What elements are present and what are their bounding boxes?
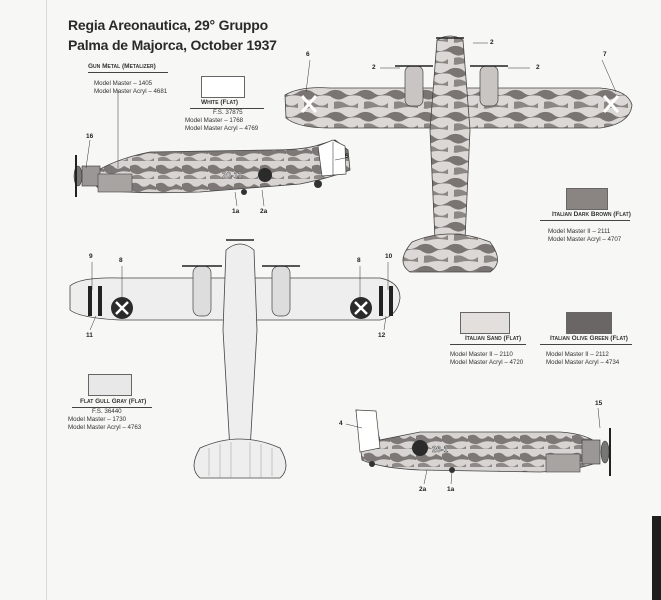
paint-white-underline bbox=[190, 108, 264, 109]
paint-sand-line2: Model Master Acryl – 4720 bbox=[450, 359, 524, 366]
paint-white-line1: F.S. 37875 bbox=[213, 109, 243, 116]
title-line-1: Regia Areonautica, 29° Gruppo bbox=[68, 17, 268, 33]
bottom-view bbox=[69, 239, 401, 479]
paint-sand-swatch bbox=[460, 312, 510, 334]
paint-gull-gray-line2: Model Master – 1730 bbox=[68, 416, 127, 423]
paint-gull-gray-swatch bbox=[88, 374, 132, 396]
paint-gun-metal-line2: Model Master Acryl – 4681 bbox=[94, 88, 168, 95]
callout-4: 4 bbox=[339, 420, 343, 427]
paint-gull-gray-underline bbox=[72, 407, 152, 408]
callout-5: 5 bbox=[345, 153, 349, 160]
callout-8-left: 8 bbox=[119, 257, 123, 264]
paint-sand-line1: Model Master II – 2110 bbox=[450, 351, 513, 358]
callout-2a-right: 2a bbox=[419, 486, 427, 493]
fuselage-code-right: 20-1 bbox=[432, 445, 449, 454]
paint-gun-metal-name: Gun Metal (Metalizer) bbox=[88, 63, 156, 70]
paint-olive-swatch bbox=[566, 312, 612, 334]
callout-12: 12 bbox=[378, 332, 386, 339]
paint-olive-line2: Model Master Acryl – 4734 bbox=[546, 359, 620, 366]
callout-2-top: 2 bbox=[490, 39, 494, 46]
callout-7: 7 bbox=[603, 51, 607, 58]
callout-2a-left: 2a bbox=[260, 208, 268, 215]
top-view bbox=[284, 35, 633, 273]
paint-white-swatch bbox=[201, 76, 245, 98]
callout-11: 11 bbox=[86, 332, 93, 339]
leader-lines bbox=[85, 42, 617, 485]
paint-dark-brown-underline bbox=[540, 220, 630, 221]
callout-15: 15 bbox=[595, 400, 603, 407]
callout-10: 10 bbox=[385, 253, 393, 260]
callout-1a-left: 1a bbox=[232, 208, 240, 215]
callout-8-right: 8 bbox=[357, 257, 361, 264]
side-view-right: 20-1 bbox=[355, 409, 611, 476]
paint-sand-name: Italian Sand (Flat) bbox=[465, 335, 522, 342]
paint-dark-brown-line1: Model Master II – 2111 bbox=[548, 228, 611, 235]
paint-gun-metal-line1: Model Master – 1405 bbox=[94, 80, 153, 87]
paint-gull-gray-line3: Model Master Acryl – 4763 bbox=[68, 424, 142, 431]
paint-olive-name: Italian Olive Green (Flat) bbox=[550, 335, 628, 342]
callout-1a-right: 1a bbox=[447, 486, 455, 493]
paint-gull-gray-name: Flat Gull Gray (Flat) bbox=[80, 398, 147, 405]
page-gutter-line bbox=[46, 0, 47, 600]
paint-gull-gray-line1: F.S. 36440 bbox=[92, 408, 122, 415]
paint-dark-brown-swatch bbox=[566, 188, 608, 210]
paint-olive-underline bbox=[540, 344, 632, 345]
callout-16: 16 bbox=[86, 133, 94, 140]
paint-dark-brown-line2: Model Master Acryl – 4707 bbox=[548, 236, 622, 243]
paint-olive-line1: Model Master II – 2112 bbox=[546, 351, 609, 358]
callout-2-right: 2 bbox=[536, 64, 540, 71]
paint-dark-brown-name: Italian Dark Brown (Flat) bbox=[552, 211, 631, 218]
fuselage-code-left: 20-11 bbox=[222, 171, 243, 180]
paint-sand-underline bbox=[450, 344, 526, 345]
paint-white-name: White (Flat) bbox=[201, 99, 238, 106]
callout-2-left: 2 bbox=[372, 64, 376, 71]
paint-white-line2: Model Master – 1768 bbox=[185, 117, 244, 124]
title-line-2: Palma de Majorca, October 1937 bbox=[68, 37, 277, 53]
page-edge-shadow bbox=[652, 516, 661, 600]
paint-white-line3: Model Master Acryl – 4769 bbox=[185, 125, 259, 132]
paint-gun-metal-underline bbox=[88, 72, 168, 73]
callout-6: 6 bbox=[306, 51, 310, 58]
side-view-left: 20-11 bbox=[73, 139, 351, 197]
callout-9: 9 bbox=[89, 253, 93, 260]
